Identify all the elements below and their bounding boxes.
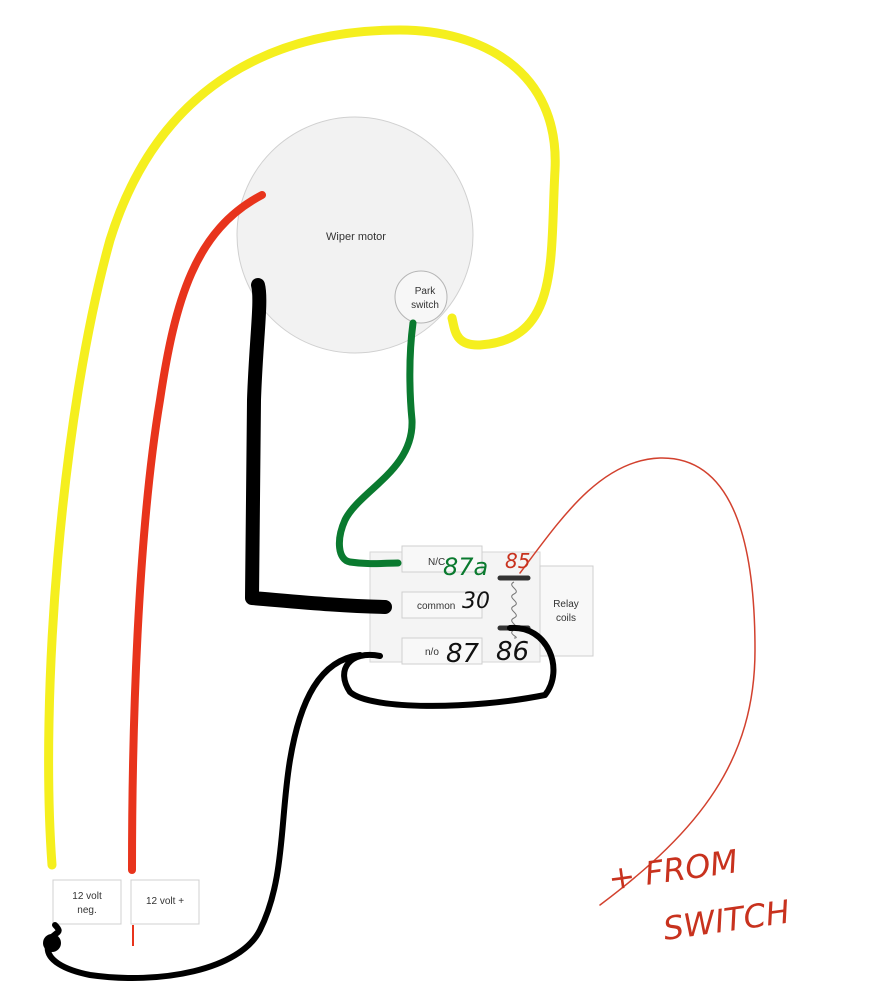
switch-feed-wire [519, 457, 756, 906]
relay-coils-label-line1: Relay [553, 599, 579, 610]
park-switch [394, 270, 448, 324]
relay-nc-label: N/C [428, 557, 445, 568]
annotation-87a: 87a [443, 553, 488, 581]
relay-coil-symbol [511, 581, 517, 639]
relay-no-label: n/o [425, 647, 439, 658]
park-switch-label-line2: switch [411, 300, 439, 311]
green-wire [335, 319, 417, 568]
red-wire [128, 191, 266, 874]
battery-neg-junction [43, 934, 61, 952]
relay-no-terminal [401, 637, 483, 665]
park-switch-label-line1: Park [415, 286, 437, 297]
annotation-85: 85 [505, 549, 530, 573]
black-wire-to-battery-neg [44, 652, 363, 981]
annotation-from-switch-line1: + FROM [606, 842, 740, 898]
annotation-from-switch-line2: SWITCH [661, 893, 792, 948]
battery-negative-box [52, 879, 122, 925]
annotation-30: 30 [462, 589, 490, 614]
black-wire-motor-to-common [245, 278, 392, 614]
relay-common-label: common [417, 601, 455, 612]
relay-coils-box [539, 565, 594, 657]
relay-coils-label-line2: coils [556, 613, 576, 624]
black-wire-87-to-86-loop [341, 624, 557, 709]
annotation-86: 86 [496, 637, 529, 667]
battery-positive-box [130, 879, 200, 925]
yellow-wire [44, 25, 560, 870]
battery-negative-label-line1: 12 volt [72, 891, 102, 902]
relay-common-terminal [401, 591, 483, 619]
battery-positive-label: 12 volt + [146, 896, 184, 907]
relay-nc-terminal [401, 545, 483, 573]
wiper-motor-label: Wiper motor [326, 231, 386, 243]
annotation-87: 87 [446, 639, 480, 669]
battery-negative-label-line2: neg. [77, 905, 96, 916]
